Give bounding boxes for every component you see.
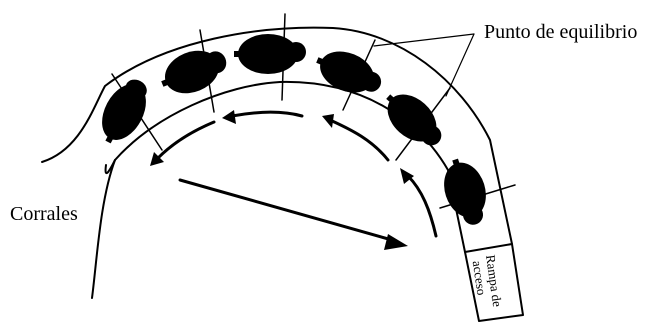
cattle-silhouette-icon bbox=[376, 82, 452, 156]
cattle-silhouette-icon bbox=[91, 72, 157, 151]
arrow-flow-line bbox=[180, 180, 392, 240]
leader-line bbox=[446, 34, 474, 96]
cattle-silhouette-icon bbox=[310, 42, 387, 103]
arrow-head bbox=[384, 234, 408, 250]
arrow-handler-path bbox=[408, 176, 436, 236]
arrow-handler-path bbox=[232, 112, 302, 116]
label-leaders bbox=[374, 34, 474, 96]
arrow-handler-path bbox=[158, 122, 214, 158]
movement-arrows bbox=[150, 110, 436, 250]
arrow-head bbox=[222, 110, 236, 124]
pens-label: Corrales bbox=[10, 203, 78, 225]
balance-point-label: Punto de equilibrio bbox=[484, 21, 637, 43]
cattle-group bbox=[91, 34, 495, 230]
arrow-head bbox=[322, 114, 334, 128]
leader-line bbox=[374, 34, 474, 46]
cattle-silhouette-icon bbox=[234, 34, 306, 74]
arrow-handler-path bbox=[330, 120, 388, 160]
